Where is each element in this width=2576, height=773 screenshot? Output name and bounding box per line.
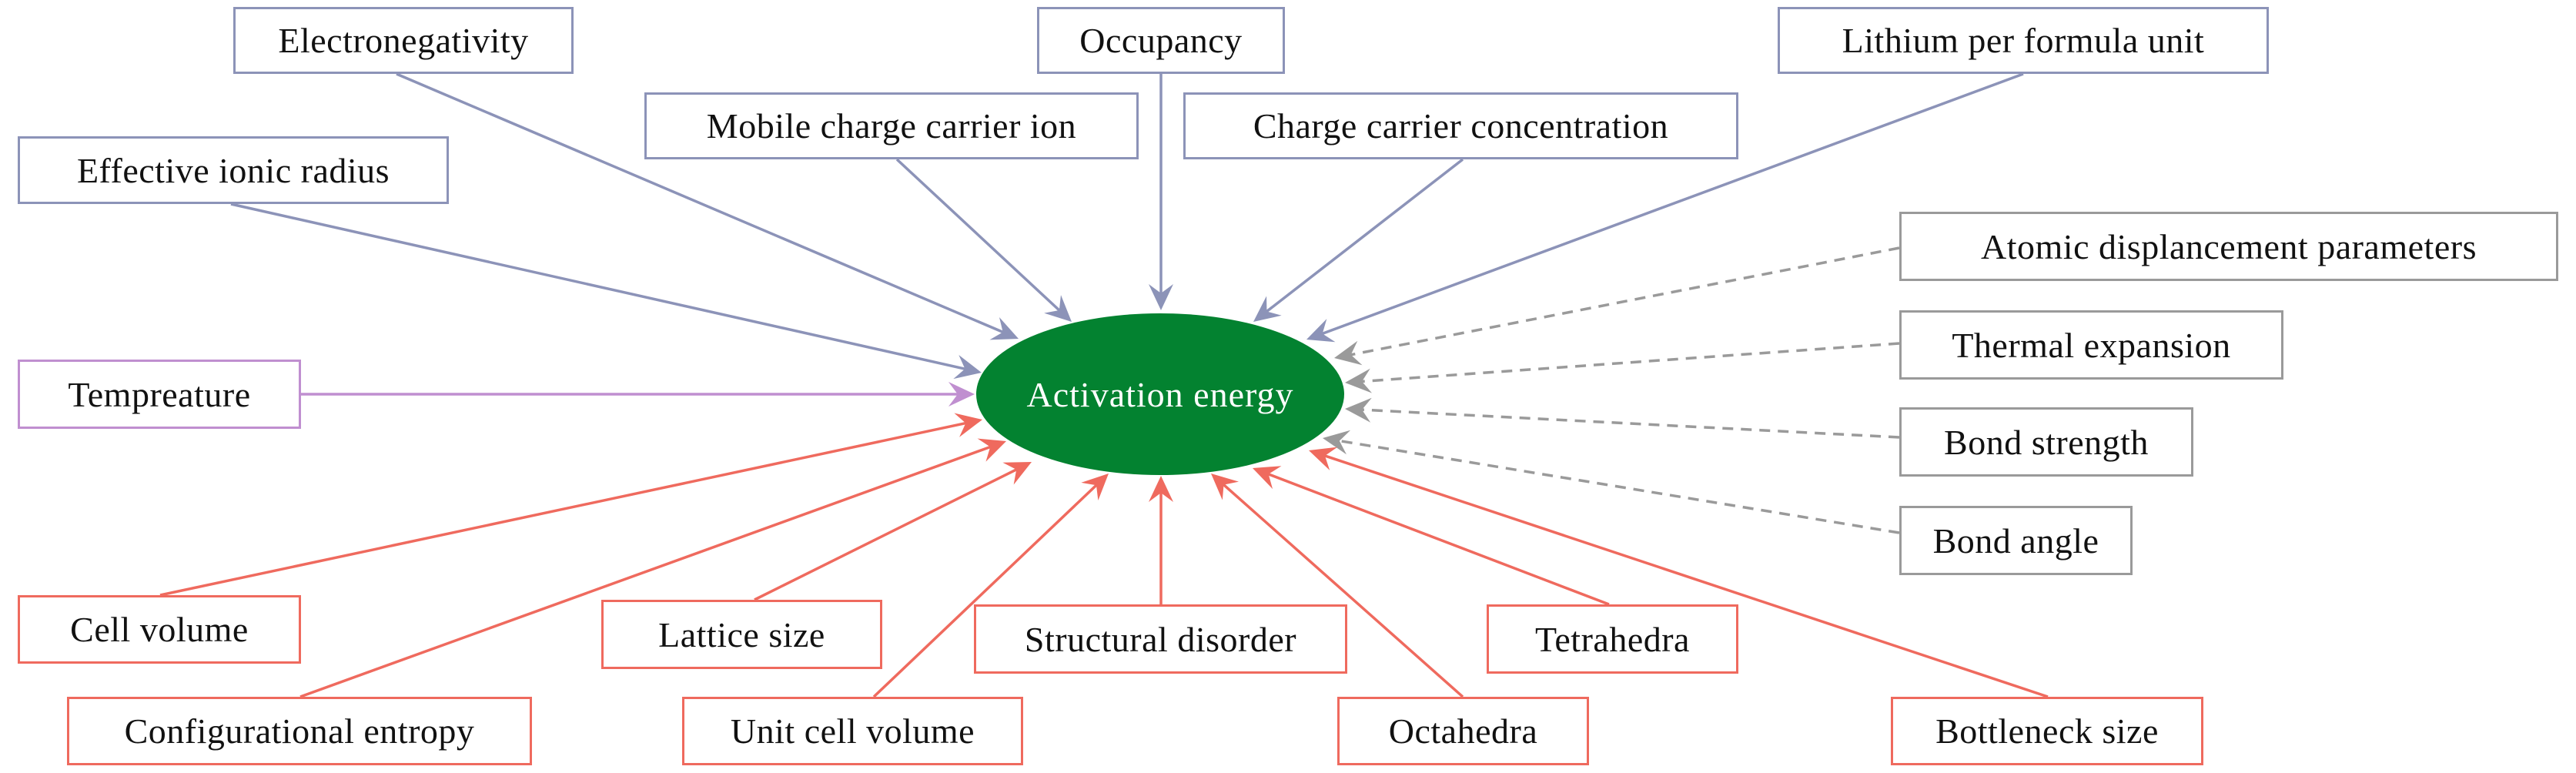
node-label: Lithium per formula unit [1842, 21, 2205, 60]
arrowhead-atomic-displacement-parameters [1334, 340, 1363, 366]
node-label: Electronegativity [278, 21, 529, 60]
node-thermal-expansion[interactable]: Thermal expansion [1899, 310, 2283, 380]
node-label: Configurational entropy [124, 711, 475, 751]
arrowhead-electronegativity [989, 316, 1019, 340]
node-occupancy[interactable]: Occupancy [1037, 7, 1285, 74]
node-label: Effective ionic radius [76, 150, 390, 190]
edge-tetrahedra [1267, 473, 1610, 606]
activation-energy-label: Activation energy [1026, 374, 1294, 414]
edge-bond-strength [1361, 408, 1900, 439]
node-label: Lattice size [658, 614, 825, 654]
edge-configurational-entropy [299, 445, 991, 698]
node-label: Atomic displancement parameters [1981, 226, 2477, 266]
arrowhead-cell-volume [954, 413, 982, 437]
node-bottleneck-size[interactable]: Bottleneck size [1891, 697, 2203, 765]
node-configurational-entropy[interactable]: Configurational entropy [67, 697, 532, 765]
node-cell-volume[interactable]: Cell volume [18, 595, 301, 664]
arrowhead-configurational-entropy [977, 438, 1006, 462]
edge-atomic-displacement-parameters [1350, 246, 1900, 356]
edge-thermal-expansion [1361, 342, 1900, 383]
arrowhead-structural-disorder [1149, 476, 1173, 502]
arrowhead-temperature [948, 382, 975, 407]
arrowhead-bond-angle [1323, 430, 1351, 455]
arrowhead-occupancy [1149, 284, 1173, 310]
node-tetrahedra[interactable]: Tetrahedra [1487, 604, 1738, 674]
activation-energy-node[interactable] [976, 313, 1344, 475]
node-label: Bottleneck size [1935, 711, 2159, 751]
node-label: Tetrahedra [1535, 619, 1690, 659]
arrowhead-bottleneck-size [1309, 447, 1338, 470]
node-bond-strength[interactable]: Bond strength [1899, 407, 2193, 477]
arrowhead-octahedra [1211, 474, 1239, 500]
edge-effective-ionic-radius [230, 202, 965, 370]
arrowhead-thermal-expansion [1345, 368, 1373, 393]
node-label: Octahedra [1388, 711, 1538, 751]
arrowhead-unit-cell-volume [1081, 474, 1109, 501]
node-atomic-displacement-parameters[interactable]: Atomic displancement parameters [1899, 212, 2558, 281]
node-mobile-charge-carrier-ion[interactable]: Mobile charge carrier ion [644, 92, 1139, 159]
edge-bottleneck-size [1324, 454, 2049, 698]
node-bond-angle[interactable]: Bond angle [1899, 506, 2133, 575]
edge-octahedra [1223, 484, 1464, 698]
edge-charge-carrier-concentration [1266, 158, 1464, 313]
node-temperature[interactable]: Tempreature [18, 360, 301, 429]
node-label: Unit cell volume [730, 711, 975, 751]
node-electronegativity[interactable]: Electronegativity [233, 7, 574, 74]
node-label: Structural disorder [1024, 619, 1297, 659]
node-charge-carrier-concentration[interactable]: Charge carrier concentration [1183, 92, 1738, 159]
edge-lithium-per-formula-unit [1322, 72, 2024, 335]
node-label: Tempreature [68, 374, 251, 414]
node-label: Cell volume [70, 610, 249, 649]
node-unit-cell-volume[interactable]: Unit cell volume [682, 697, 1023, 765]
arrowhead-mobile-charge-carrier-ion [1044, 295, 1072, 322]
edge-electronegativity [396, 72, 1004, 333]
node-label: Bond angle [1932, 520, 2099, 561]
edge-cell-volume [159, 421, 966, 597]
node-label: Charge carrier concentration [1253, 106, 1669, 146]
node-label: Mobile charge carrier ion [706, 106, 1077, 146]
edges-layer [159, 72, 2049, 698]
edge-mobile-charge-carrier-ion [895, 158, 1061, 312]
edge-lattice-size [754, 468, 1018, 601]
edge-bond-angle [1339, 439, 1900, 534]
arrowhead-bond-strength [1345, 397, 1372, 423]
node-structural-disorder[interactable]: Structural disorder [974, 604, 1347, 674]
node-octahedra[interactable]: Octahedra [1337, 697, 1589, 765]
node-label: Bond strength [1944, 422, 2149, 462]
node-label: Occupancy [1079, 21, 1243, 60]
arrowhead-tetrahedra [1253, 466, 1282, 490]
edge-unit-cell-volume [872, 484, 1098, 698]
node-label: Thermal expansion [1952, 325, 2231, 365]
arrowhead-lithium-per-formula-unit [1306, 319, 1336, 343]
arrowhead-effective-ionic-radius [953, 354, 982, 380]
node-lithium-per-formula-unit[interactable]: Lithium per formula unit [1778, 7, 2269, 74]
arrowhead-charge-carrier-concentration [1253, 296, 1282, 322]
arrowhead-lattice-size [1002, 462, 1032, 485]
node-effective-ionic-radius[interactable]: Effective ionic radius [18, 136, 449, 204]
node-lattice-size[interactable]: Lattice size [601, 600, 882, 669]
